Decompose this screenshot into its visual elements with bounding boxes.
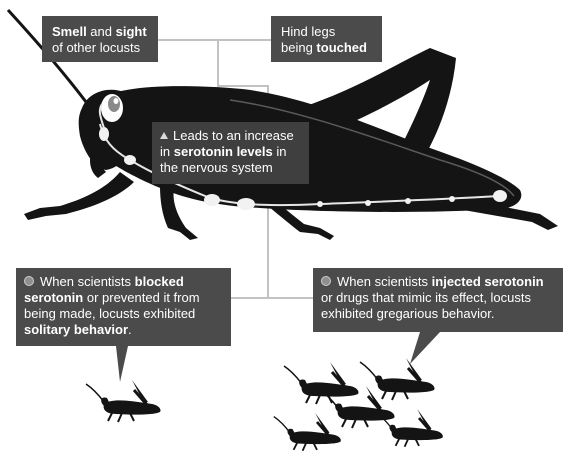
callout-smell-text: Smell xyxy=(52,24,87,39)
blocked-callout-pointer xyxy=(116,346,128,382)
callout-hind-text: Hind legs xyxy=(281,24,335,39)
small-locust-icon xyxy=(86,380,161,422)
callout-smell-sight: Smell and sight of other locusts xyxy=(42,16,158,62)
locust-swarm xyxy=(274,358,443,451)
triangle-bullet-icon xyxy=(160,132,168,139)
callout-blocked-serotonin: When scientists blocked serotonin or pre… xyxy=(16,268,231,346)
callout-injected-serotonin: When scientists injected serotonin or dr… xyxy=(313,268,563,332)
bullet-circle-icon xyxy=(321,276,331,286)
callout-hind-legs: Hind legs being touched xyxy=(271,16,382,62)
bullet-circle-icon xyxy=(24,276,34,286)
injected-callout-pointer xyxy=(410,332,440,364)
callout-serotonin: Leads to an increase in serotonin levels… xyxy=(152,122,309,184)
